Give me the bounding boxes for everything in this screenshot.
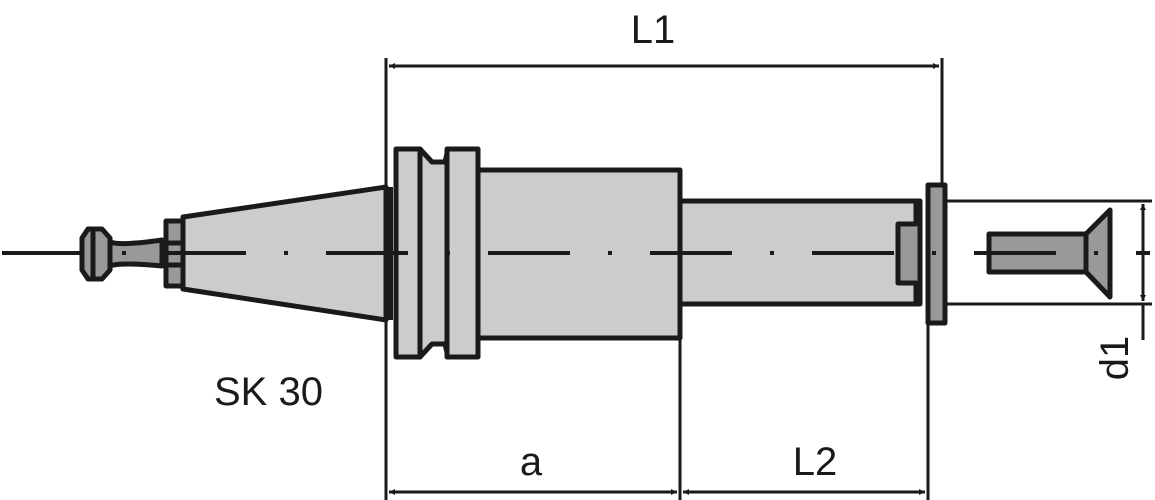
dimension-label-d1: d1 (1093, 336, 1137, 381)
shank-step (895, 200, 923, 305)
dimension-lines (384, 58, 1152, 500)
dimension-label-l2: L2 (793, 440, 838, 484)
taper-label: SK 30 (214, 370, 323, 414)
pull-stud (79, 218, 186, 289)
dimension-label-l1: L1 (631, 8, 676, 52)
holder-body (475, 167, 683, 341)
dimension-label-a: a (520, 440, 543, 484)
nut-disk (925, 182, 948, 326)
flange (393, 146, 481, 360)
